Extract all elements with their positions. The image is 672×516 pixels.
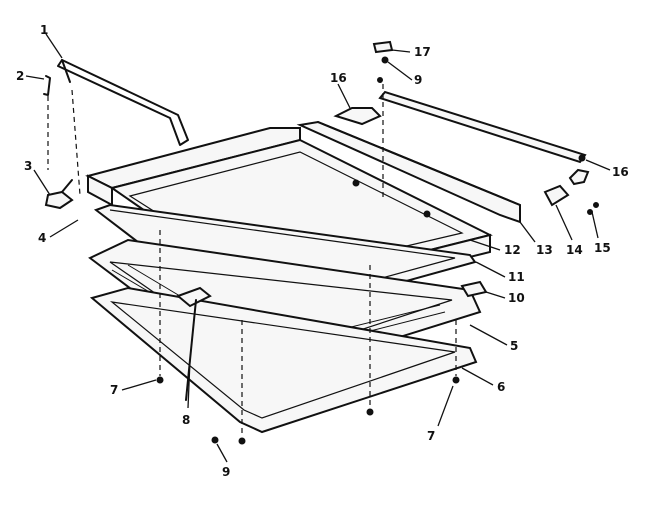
callout-8: 8: [182, 413, 190, 427]
leader-line: [585, 159, 611, 171]
latch-bracket-part: [543, 168, 599, 215]
callout-12: 12: [504, 243, 521, 257]
leader-line: [45, 33, 63, 59]
callout-2: 2: [16, 69, 24, 83]
hinge-pin-part: [176, 286, 212, 401]
leader-line: [121, 379, 157, 391]
clip-part: [43, 75, 51, 96]
callout-10: 10: [508, 291, 525, 305]
leader-line: [461, 367, 494, 386]
hinge-bracket-part: [44, 179, 74, 210]
leader-line: [337, 83, 351, 109]
screw-part: [156, 179, 460, 445]
callout-11: 11: [508, 270, 525, 284]
callout-5: 5: [510, 339, 518, 353]
leader-line: [33, 169, 51, 196]
leader-line: [437, 385, 454, 427]
clip-part: [460, 280, 488, 298]
callout-3: 3: [24, 159, 32, 173]
leader-line: [187, 359, 191, 409]
latch-part: [333, 107, 382, 126]
callout-16: 16: [612, 165, 629, 179]
leader-line: [391, 49, 411, 53]
leader-line: [469, 324, 508, 346]
top-rail-part: [296, 120, 521, 224]
leader-line: [519, 221, 536, 243]
leader-line: [387, 61, 413, 81]
alignment-line: [71, 89, 81, 196]
callout-16: 16: [330, 71, 347, 85]
leader-line: [555, 204, 573, 241]
leader-line: [591, 211, 599, 239]
callout-6: 6: [497, 380, 505, 394]
leader-line: [475, 261, 506, 278]
leader-line: [469, 239, 501, 251]
callout-13: 13: [536, 243, 553, 257]
callout-15: 15: [594, 241, 611, 255]
hinge-rod-part: [378, 90, 587, 164]
callout-14: 14: [566, 243, 583, 257]
bottom-panel-part: [89, 286, 478, 434]
leader-line: [216, 443, 228, 463]
callout-7: 7: [427, 429, 435, 443]
leader-line: [25, 75, 45, 80]
callout-7: 7: [110, 383, 118, 397]
handle-rod-part: [57, 59, 189, 146]
callout-9: 9: [222, 465, 230, 479]
callout-17: 17: [414, 45, 431, 59]
callout-9: 9: [414, 73, 422, 87]
callout-4: 4: [38, 231, 46, 245]
callout-1: 1: [40, 23, 48, 37]
leader-line: [49, 219, 79, 238]
leader-line: [485, 291, 506, 299]
